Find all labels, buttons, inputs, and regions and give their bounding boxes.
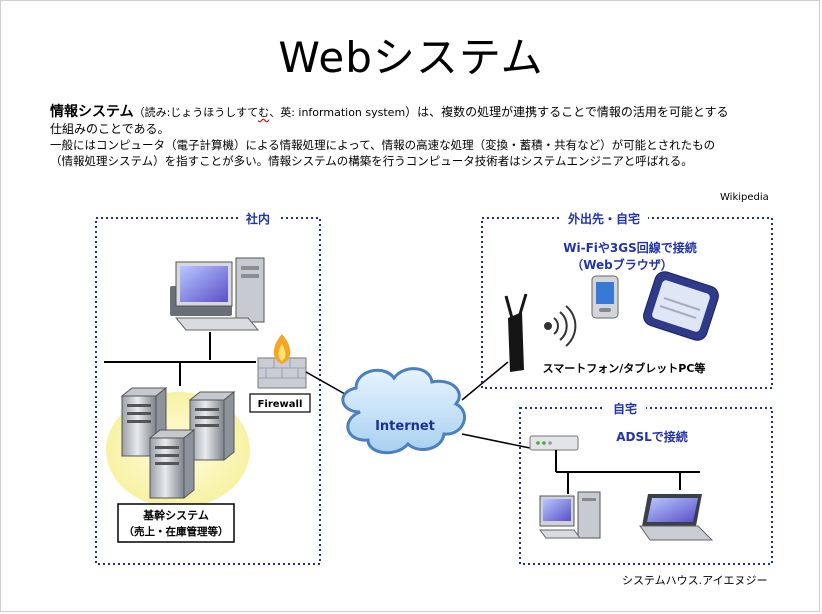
wireless-router-icon xyxy=(504,293,528,372)
core-system-sublabel: （売上・在庫管理等） xyxy=(124,525,229,538)
intro-line-3: 一般にはコンピュータ（電子計算機）による情報処理によって、情報の高速な処理（変換… xyxy=(50,138,716,152)
mobile-connection-label: Wi-Fiや3GS回線で接続 xyxy=(563,240,696,255)
source-credit: システムハウス.アイエヌジー xyxy=(622,574,768,587)
office-label: 社内 xyxy=(245,211,270,226)
internet-cloud-icon xyxy=(341,367,466,455)
intro-reading-mu: む xyxy=(258,106,270,119)
home-connection-label: ADSLで接続 xyxy=(616,429,688,444)
core-system-label-box: 基幹システム （売上・在庫管理等） xyxy=(117,503,235,543)
office-zone: 社内 xyxy=(95,210,321,565)
home-zone-label: 自宅 xyxy=(613,401,637,416)
intro-line-4: （情報処理システム）を指すことが多い。情報システムの構築を行うコンピュータ技術者… xyxy=(50,154,693,168)
smartphone-icon xyxy=(591,275,619,319)
home-laptop-icon xyxy=(639,494,714,541)
intro-reading-en-prefix: 、英: xyxy=(269,106,299,119)
mobile-devices-label: スマートフォン/タブレットPC等 xyxy=(543,361,706,375)
mobile-zone-label: 外出先・自宅 xyxy=(568,211,640,226)
tablet-pc-icon xyxy=(643,271,719,341)
intro-line-2: 仕組みのことである。 xyxy=(50,122,170,136)
core-system-label: 基幹システム xyxy=(142,508,209,522)
adsl-modem-icon xyxy=(529,435,579,451)
internet-to-home-link xyxy=(461,433,531,449)
firewall-icon xyxy=(257,334,307,389)
internet-label: Internet xyxy=(375,419,435,434)
intro-rest: ）は、複数の処理が連携することで情報の活用を可能とする xyxy=(405,105,729,119)
page-title: Webシステム xyxy=(278,33,544,82)
firewall-label: Firewall xyxy=(258,399,303,410)
wifi-signal-icon xyxy=(544,305,577,347)
desktop-pc-icon xyxy=(170,257,265,360)
source-wikipedia: Wikipedia xyxy=(720,192,769,203)
firewall-label-box xyxy=(249,393,311,413)
intro-english: information system xyxy=(298,106,406,119)
home-desktop-icon xyxy=(539,491,601,539)
mobile-connection-sublabel: （Webブラウザ） xyxy=(571,257,673,272)
intro-line-1: 情報システム（読み:じょうほうしすてむ、英: information syste… xyxy=(50,104,780,121)
intro-text: 情報システム（読み:じょうほうしすてむ、英: information syste… xyxy=(50,104,780,169)
intro-reading: （読み:じょうほうしすて xyxy=(133,106,259,119)
server-cluster-icon xyxy=(106,386,250,508)
mobile-zone: 外出先・自宅 Wi-Fiや3GS回線で接続 （Webブラウザ） スマートフォン/… xyxy=(481,210,773,389)
intro-term: 情報システム xyxy=(50,104,134,120)
internet-to-mobile-link xyxy=(461,361,509,401)
home-zone: 自宅 ADSLで接続 xyxy=(519,400,773,565)
